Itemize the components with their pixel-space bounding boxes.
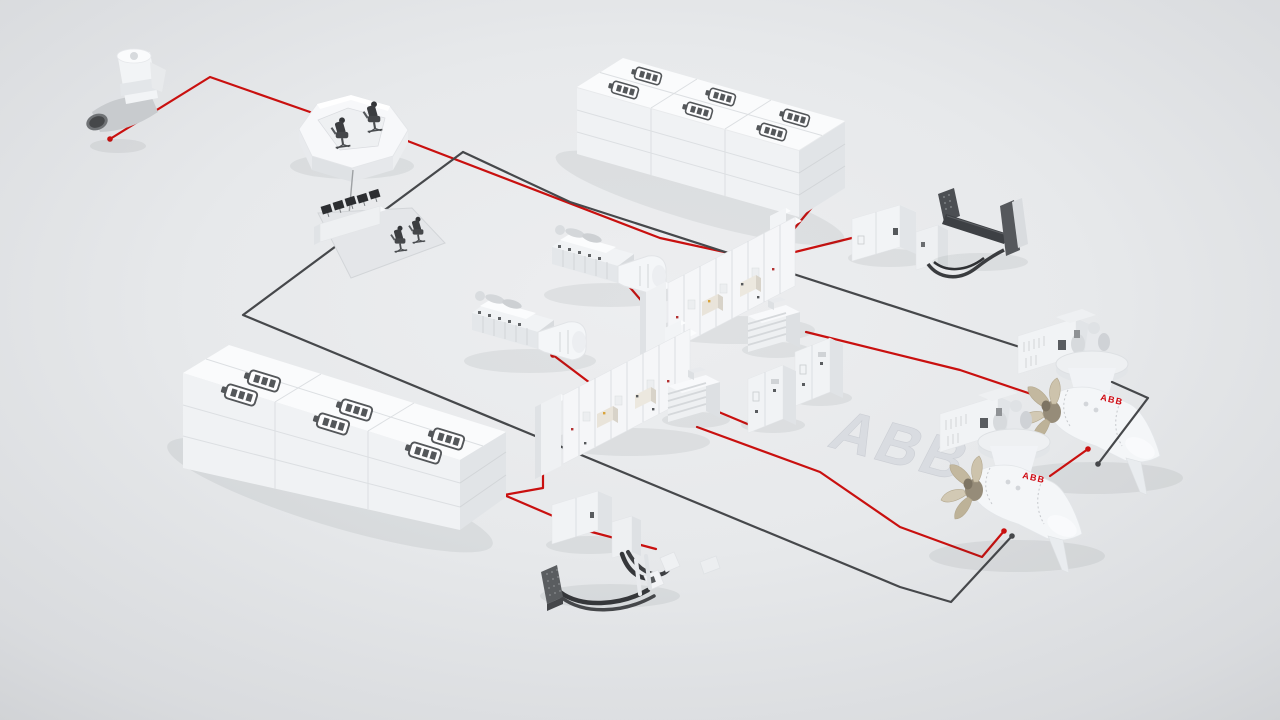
signal-loop-port-endpoint [1009,533,1015,539]
power-azipod-2-feed-endpoint [1001,528,1007,534]
operator-workstation [314,188,446,279]
azipod-thruster-2: ABB [928,386,1106,574]
bow-thruster [86,48,166,153]
shore-connection-cables [540,550,721,612]
battery-bank-forward [167,345,507,553]
shore-converter-unit [915,224,948,271]
signal-azipod-1-stub-endpoint [1095,461,1101,467]
automation-cable-network [241,150,1028,604]
power-bow-thruster-feed-endpoint [107,136,113,142]
shore-plug [659,551,681,573]
signal-azipod-1-stub [1096,380,1150,466]
power-azipod-1-stub [1048,447,1090,478]
charging-connector-frame [926,188,1028,279]
cable-entry-plate [541,565,563,604]
signal-cable-stub-layer [1095,380,1150,467]
bridge-console [290,94,414,249]
power-azipod-1-stub-endpoint [1085,446,1091,452]
power-thruster-drive-feed [785,234,862,256]
power-cable-stub-layer [1048,446,1091,478]
thruster-drive-cabinet [848,204,932,267]
signal-bus-starboard [461,150,1028,351]
console-monitors [320,188,381,218]
shore-connection-drive [546,490,641,559]
azipod-thruster-1: ABB [1006,308,1184,496]
signal-loop-port [241,150,1014,604]
power-azipod-1-feed [804,330,1042,399]
